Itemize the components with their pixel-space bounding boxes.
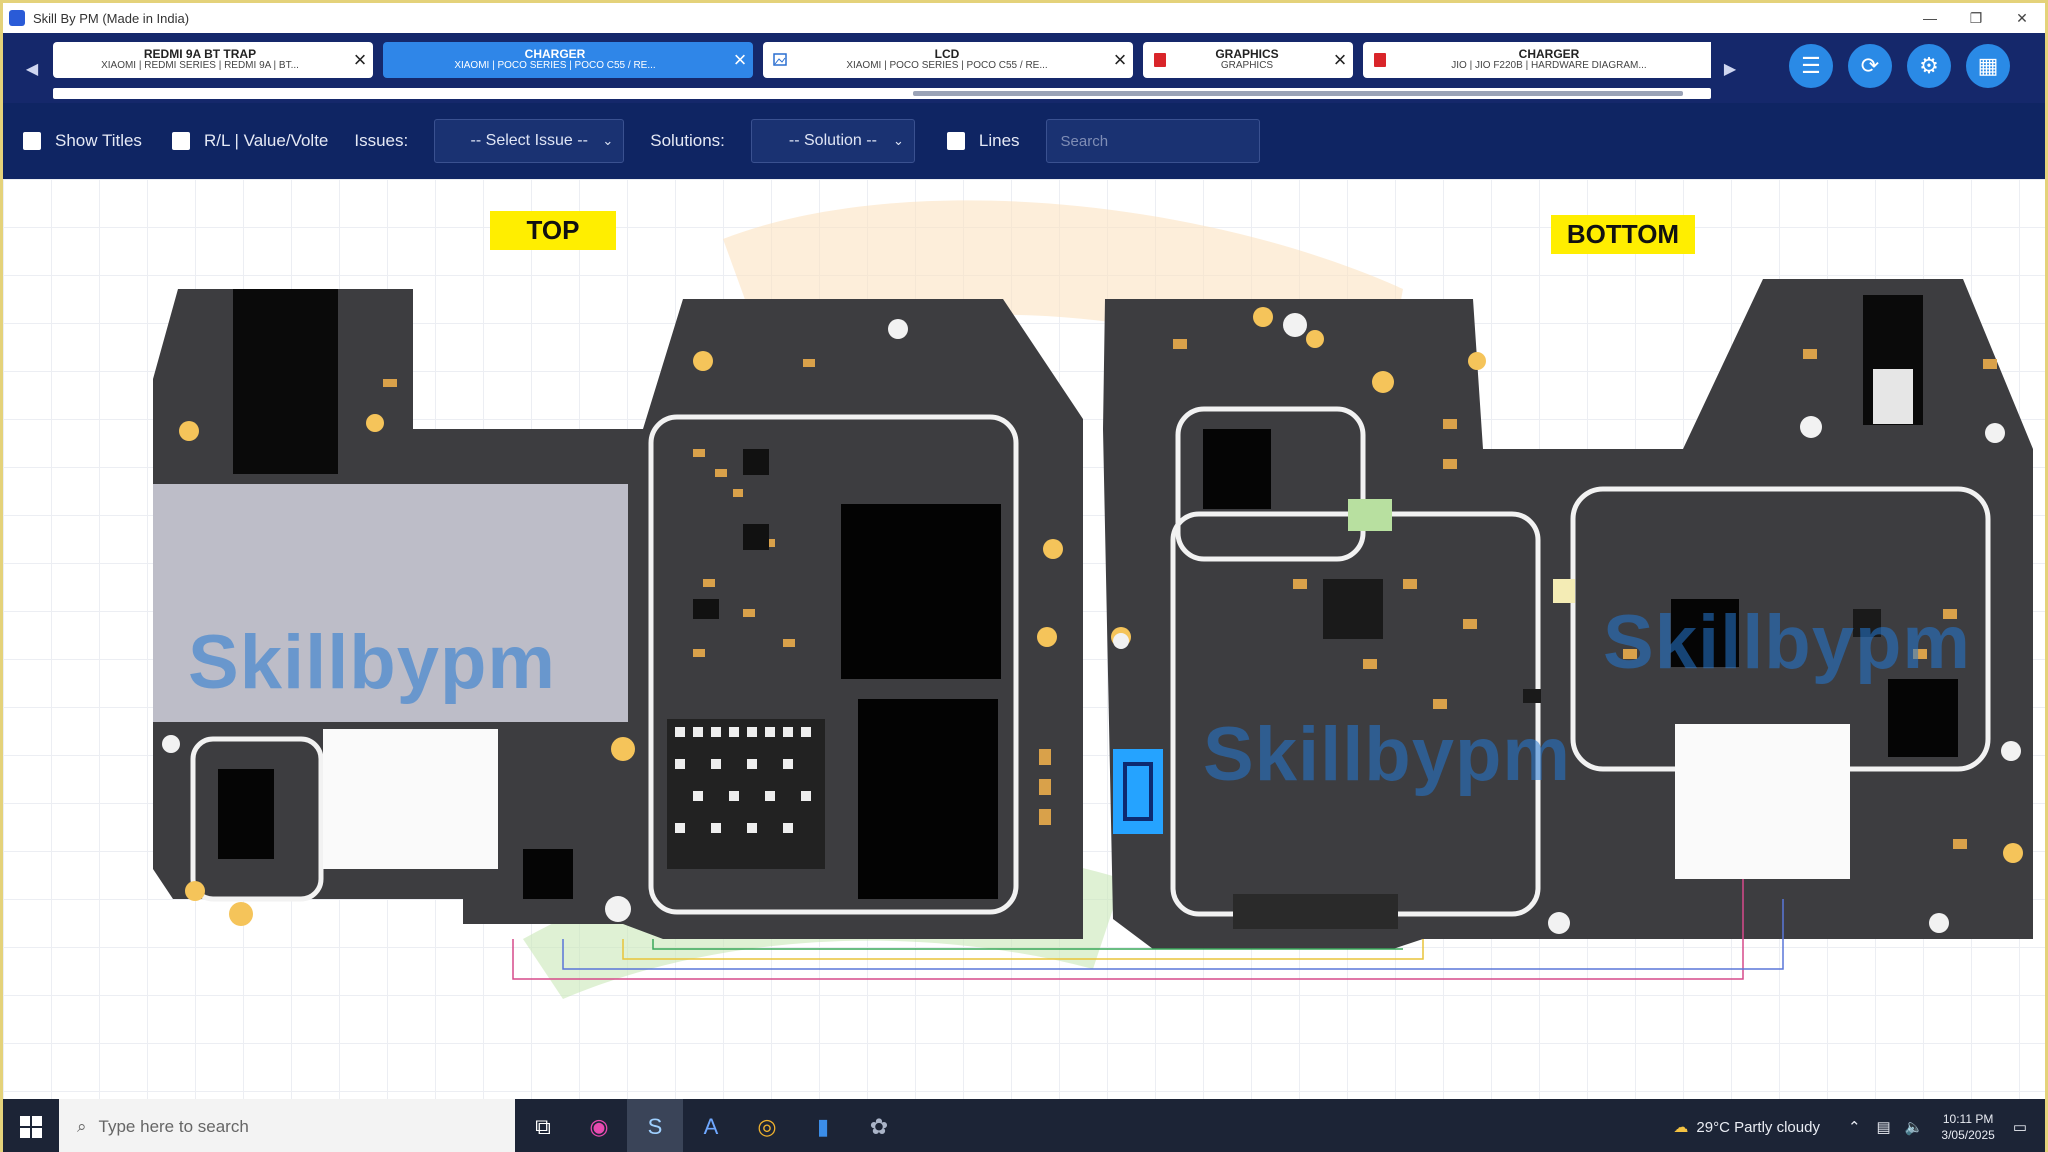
clock-date: 3/05/2025 <box>1941 1128 1995 1142</box>
tools-icon: ⚙ <box>1919 53 1939 78</box>
search-icon: ⌕ <box>77 1117 87 1136</box>
chevron-down-icon: ⌄ <box>602 133 614 148</box>
menu-icon: ☰ <box>1801 53 1821 78</box>
tab-graphics[interactable]: GRAPHICS GRAPHICS × <box>1143 42 1353 78</box>
watermark-text: Skillbypm <box>1603 600 1971 685</box>
weather-text[interactable]: 29°C Partly cloudy <box>1696 1118 1820 1136</box>
rotate-icon: ⟳ <box>1860 53 1880 78</box>
clock-time: 10:11 PM <box>1942 1112 1994 1126</box>
toolbar: Show Titles R/L | Value/Volte Issues: --… <box>3 103 2045 179</box>
tab-subtitle: XIAOMI | POCO SERIES | POCO C55 / RE... <box>454 60 656 71</box>
task-view-icon[interactable]: ⧉ <box>535 1114 551 1139</box>
window-title: Skill By PM (Made in India) <box>33 10 190 26</box>
copilot-icon[interactable]: ◉ <box>589 1114 609 1139</box>
lines-label: Lines <box>978 131 1020 150</box>
menu-button[interactable]: ☰ <box>1789 44 1833 88</box>
tab-strip: ◀ REDMI 9A BT TRAP XIAOMI | REDMI SERIES… <box>3 33 2045 103</box>
tab-subtitle: XIAOMI | POCO SERIES | POCO C55 / RE... <box>846 60 1048 71</box>
issue-select-value: -- Select Issue -- <box>470 132 588 149</box>
chevron-up-icon[interactable]: ⌃ <box>1847 1119 1861 1136</box>
watermark-text: Skillbypm <box>1203 712 1571 797</box>
tab-close-icon[interactable]: × <box>353 47 367 72</box>
scrollbar-thumb[interactable] <box>913 91 1683 96</box>
board-canvas[interactable]: TOP BOTTOM Skillbypm Skillbypm Skillbypm <box>3 179 2045 1099</box>
clock[interactable]: 10:11 PM 3/05/2025 <box>1941 1111 1994 1143</box>
start-button[interactable] <box>3 1099 59 1152</box>
pcb-diagram[interactable] <box>3 179 2045 1099</box>
tab-close-icon[interactable]: × <box>1113 47 1127 72</box>
tab-scroll-left-icon[interactable]: ◀ <box>25 61 39 78</box>
skillbypm-app-icon[interactable]: S <box>627 1099 683 1152</box>
minimize-button[interactable]: — <box>1923 10 1937 26</box>
tab-title: CHARGER <box>524 48 586 61</box>
top-board[interactable] <box>153 289 1083 939</box>
value-checkbox[interactable] <box>171 132 190 150</box>
windows-icon <box>20 1116 42 1138</box>
watermark-text: Skillbypm <box>188 620 556 705</box>
tab-charger-jio[interactable]: CHARGER JIO | JIO F220B | HARDWARE DIAGR… <box>1363 42 1711 78</box>
tab-title: CHARGER <box>1518 48 1580 61</box>
pdf-icon <box>1154 53 1166 67</box>
tab-subtitle: XIAOMI | REDMI SERIES | REDMI 9A | BT... <box>101 60 299 71</box>
system-tray: ☁ 29°C Partly cloudy ⌃ ▤ 🔈 10:11 PM 3/05… <box>1673 1111 2045 1143</box>
issues-label: Issues: <box>354 131 409 150</box>
solutions-label: Solutions: <box>650 131 725 150</box>
tab-scrollbar[interactable] <box>53 88 1711 99</box>
taskbar: ⌕ Type here to search ⧉ ◉ S A ◎ ▮ ✿ ☁ 29… <box>3 1099 2045 1152</box>
solution-select-value: -- Solution -- <box>788 132 877 149</box>
app-icon <box>9 10 25 26</box>
bottom-board[interactable] <box>1103 279 2033 949</box>
app-camera-icon[interactable]: ✿ <box>869 1114 889 1139</box>
title-bar: Skill By PM (Made in India) — ❐ ✕ <box>3 3 2045 33</box>
image-icon <box>773 53 787 66</box>
taskbar-search-input[interactable]: ⌕ Type here to search <box>59 1099 515 1152</box>
tab-title: GRAPHICS <box>1215 48 1279 61</box>
tab-scroll-right-icon[interactable]: ▶ <box>1723 61 1737 78</box>
value-label: R/L | Value/Volte <box>203 131 329 150</box>
notifications-icon[interactable]: ▭ <box>2012 1119 2027 1136</box>
tab-close-icon[interactable]: × <box>1333 47 1347 72</box>
tab-subtitle: GRAPHICS <box>1220 60 1274 71</box>
maximize-button[interactable]: ❐ <box>1969 9 1983 26</box>
close-button[interactable]: ✕ <box>2016 9 2028 26</box>
tab-title: LCD <box>934 48 960 61</box>
chevron-down-icon: ⌄ <box>893 133 904 148</box>
tab-close-icon[interactable]: × <box>733 47 747 72</box>
tab-lcd[interactable]: LCD XIAOMI | POCO SERIES | POCO C55 / RE… <box>763 42 1133 78</box>
taskbar-search-placeholder: Type here to search <box>98 1117 249 1136</box>
show-titles-checkbox[interactable] <box>23 132 41 150</box>
rotate-button[interactable]: ⟳ <box>1848 44 1892 88</box>
solution-select[interactable]: -- Solution -- ⌄ <box>750 119 915 163</box>
window-controls: — ❐ ✕ <box>1907 3 2045 33</box>
lines-checkbox[interactable] <box>946 132 965 150</box>
tab-subtitle: JIO | JIO F220B | HARDWARE DIAGRAM... <box>1451 60 1647 71</box>
app-a-icon[interactable]: A <box>703 1114 719 1139</box>
tab-redmi-9a-bt-trap[interactable]: REDMI 9A BT TRAP XIAOMI | REDMI SERIES |… <box>53 42 373 78</box>
show-titles-label: Show Titles <box>55 131 142 150</box>
tools-button[interactable]: ⚙ <box>1907 44 1951 88</box>
app-blue-icon[interactable]: ▮ <box>816 1114 830 1139</box>
weather-icon[interactable]: ☁ <box>1673 1119 1689 1136</box>
tab-title: REDMI 9A BT TRAP <box>143 48 257 61</box>
pdf-icon <box>1374 53 1386 67</box>
network-icon[interactable]: ▤ <box>1876 1119 1891 1136</box>
top-label: TOP <box>490 211 616 250</box>
tab-charger-poco[interactable]: CHARGER XIAOMI | POCO SERIES | POCO C55 … <box>383 42 753 78</box>
grid-button[interactable]: ▦ <box>1966 44 2010 88</box>
chrome-icon[interactable]: ◎ <box>757 1114 777 1139</box>
issue-select[interactable]: -- Select Issue -- ⌄ <box>434 119 625 163</box>
bottom-label: BOTTOM <box>1551 215 1695 254</box>
volume-icon[interactable]: 🔈 <box>1904 1119 1924 1136</box>
search-input[interactable]: Search <box>1045 119 1260 163</box>
trace-lines <box>512 879 1784 980</box>
grid-icon: ▦ <box>1977 53 1999 78</box>
